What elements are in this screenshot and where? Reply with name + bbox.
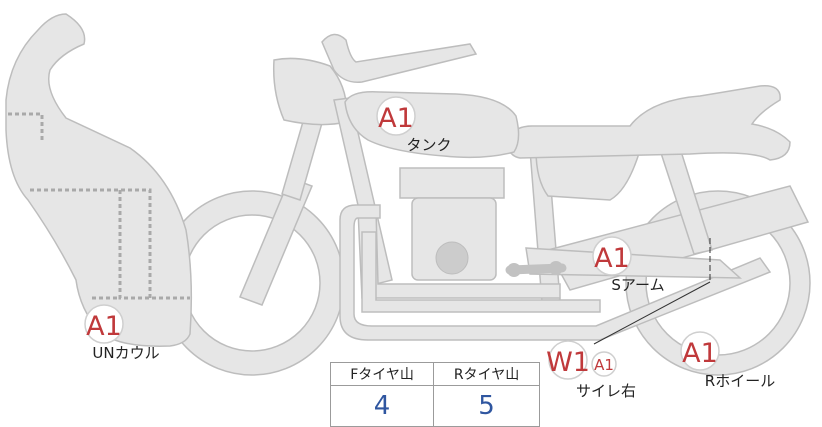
sub-grade-badge-text: A1 [594, 356, 614, 374]
grade-badge-text: A1 [378, 103, 414, 134]
part-label-rear-wheel: Rホイール [705, 372, 775, 390]
tire-tread-value-row: 4 5 [329, 385, 540, 427]
part-callout-tank: A1 タンク [376, 96, 452, 154]
handlebar [321, 33, 478, 83]
part-callout-under-cowl: A1 UNカウル [84, 304, 160, 362]
part-label-tank: タンク [406, 136, 451, 154]
front-tire-tread-header: Fタイヤ山 [329, 362, 435, 386]
part-callout-silencer-right: W1 A1 サイレ右 [546, 340, 636, 400]
grade-badge-text: A1 [594, 243, 630, 274]
grade-badge [376, 96, 416, 136]
side-cover [535, 149, 642, 201]
cowl-dotted-panels [8, 112, 190, 300]
tire-tread-table: Fタイヤ山 Rタイヤ山 4 5 [329, 362, 540, 427]
seat [507, 85, 791, 161]
grade-badge-text: W1 [546, 347, 590, 378]
part-label-silencer-right: サイレ右 [576, 382, 636, 400]
silencer-leader [593, 238, 711, 345]
grade-badge [548, 340, 588, 380]
rear-tire-tread-header: Rタイヤ山 [433, 362, 540, 386]
grade-badge [84, 304, 124, 344]
part-callout-rear-wheel: A1 Rホイール [680, 331, 775, 390]
grade-badge-text: A1 [682, 338, 718, 369]
rear-tire-tread-value: 5 [433, 385, 540, 427]
front-cowl [5, 13, 193, 347]
part-callout-swingarm: A1 Sアーム [592, 236, 665, 294]
sub-grade-badge [591, 351, 617, 377]
engine [399, 167, 505, 281]
grade-badge [680, 331, 720, 371]
part-label-under-cowl: UNカウル [92, 344, 159, 362]
grade-badge [592, 236, 632, 276]
tire-tread-header-row: Fタイヤ山 Rタイヤ山 [329, 362, 540, 386]
front-tire-tread-value: 4 [329, 385, 435, 427]
part-label-swingarm: Sアーム [611, 276, 664, 294]
grade-badge-text: A1 [86, 311, 122, 342]
swing-arm-shape [505, 247, 742, 279]
exhaust-pipe [339, 204, 772, 341]
